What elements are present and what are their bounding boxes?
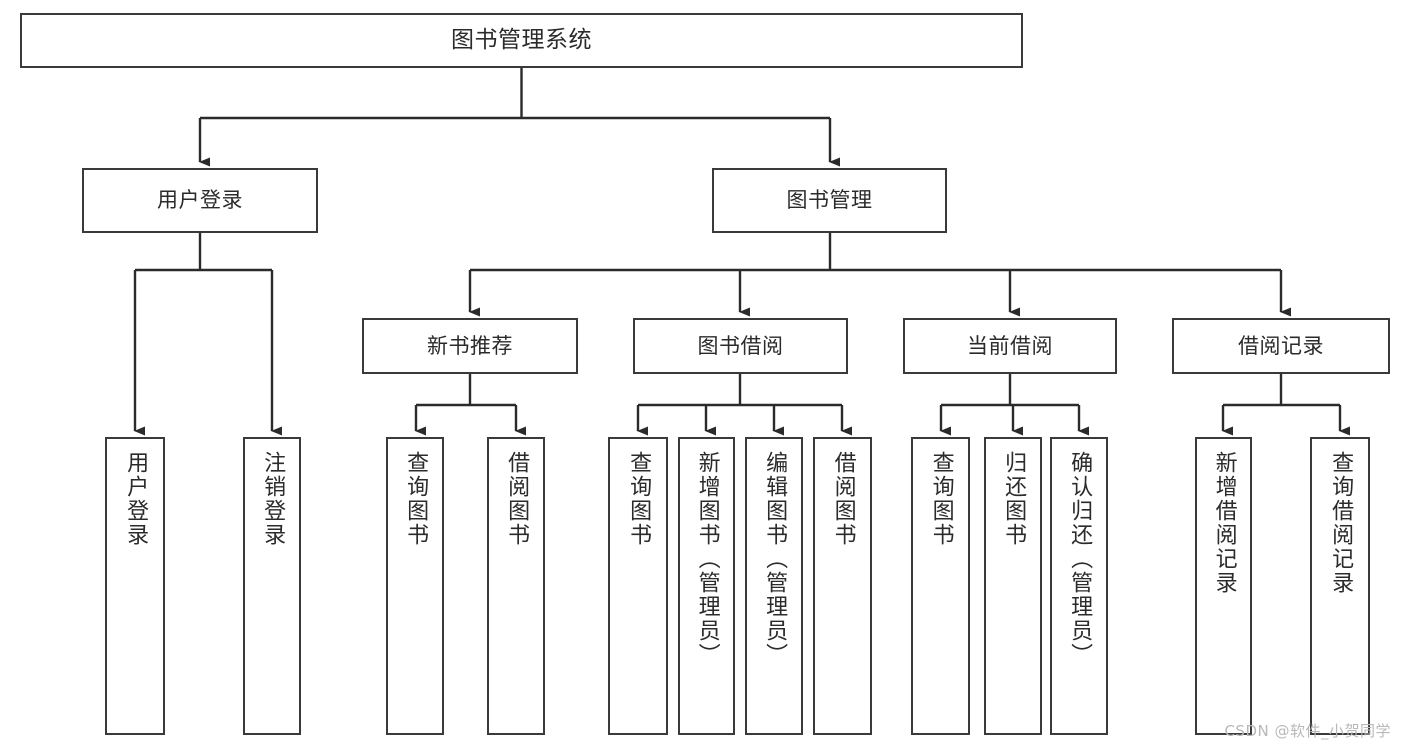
node-label: 借阅图书 bbox=[504, 451, 530, 547]
node-label: 查询图书 bbox=[403, 451, 429, 547]
leaf-add-borrow-record[interactable]: 新增借阅记录 bbox=[1195, 437, 1252, 735]
leaf-confirm-return-admin[interactable]: 确认归还（管理员） bbox=[1050, 437, 1108, 735]
node-label: 借阅记录 bbox=[1238, 333, 1324, 358]
node-label: 确认归还（管理员） bbox=[1067, 451, 1093, 667]
leaf-user-logout[interactable]: 注销登录 bbox=[243, 437, 301, 735]
leaf-add-book-admin[interactable]: 新增图书（管理员） bbox=[678, 437, 735, 735]
node-label: 当前借阅 bbox=[967, 333, 1053, 358]
node-label: 编辑图书（管理员） bbox=[762, 451, 788, 667]
node-label: 用户登录 bbox=[157, 188, 243, 213]
node-label: 图书管理 bbox=[786, 188, 873, 213]
leaf-edit-book-admin[interactable]: 编辑图书（管理员） bbox=[745, 437, 803, 735]
leaf-borrow-book[interactable]: 借阅图书 bbox=[813, 437, 872, 735]
leaf-query-book-borrow[interactable]: 查询图书 bbox=[608, 437, 668, 735]
node-label: 新增图书（管理员） bbox=[694, 451, 720, 667]
node-root-system[interactable]: 图书管理系统 bbox=[20, 13, 1023, 68]
node-user-login[interactable]: 用户登录 bbox=[82, 168, 318, 233]
leaf-query-borrow-record[interactable]: 查询借阅记录 bbox=[1310, 437, 1370, 735]
node-label: 查询图书 bbox=[928, 451, 954, 547]
node-label: 新书推荐 bbox=[427, 333, 513, 358]
leaf-borrow-book-recommend[interactable]: 借阅图书 bbox=[487, 437, 545, 735]
node-label: 查询借阅记录 bbox=[1328, 451, 1354, 595]
leaf-user-login[interactable]: 用户登录 bbox=[105, 437, 165, 735]
node-book-borrow[interactable]: 图书借阅 bbox=[633, 318, 848, 374]
leaf-return-book[interactable]: 归还图书 bbox=[984, 437, 1042, 735]
edges-group bbox=[133, 68, 1350, 436]
leaf-query-book-current[interactable]: 查询图书 bbox=[911, 437, 970, 735]
node-label: 用户登录 bbox=[123, 451, 149, 547]
node-label: 归还图书 bbox=[1001, 451, 1027, 547]
node-new-book-recommend[interactable]: 新书推荐 bbox=[362, 318, 578, 374]
node-borrow-record[interactable]: 借阅记录 bbox=[1172, 318, 1390, 374]
node-label: 查询图书 bbox=[626, 451, 652, 547]
node-label: 图书管理系统 bbox=[451, 26, 592, 53]
node-label: 图书借阅 bbox=[697, 333, 784, 358]
leaf-query-book-recommend[interactable]: 查询图书 bbox=[386, 437, 444, 735]
node-label: 借阅图书 bbox=[830, 451, 856, 547]
node-label: 注销登录 bbox=[260, 451, 286, 547]
node-current-borrow[interactable]: 当前借阅 bbox=[903, 318, 1117, 374]
node-label: 新增借阅记录 bbox=[1211, 451, 1237, 595]
node-book-management[interactable]: 图书管理 bbox=[712, 168, 947, 233]
